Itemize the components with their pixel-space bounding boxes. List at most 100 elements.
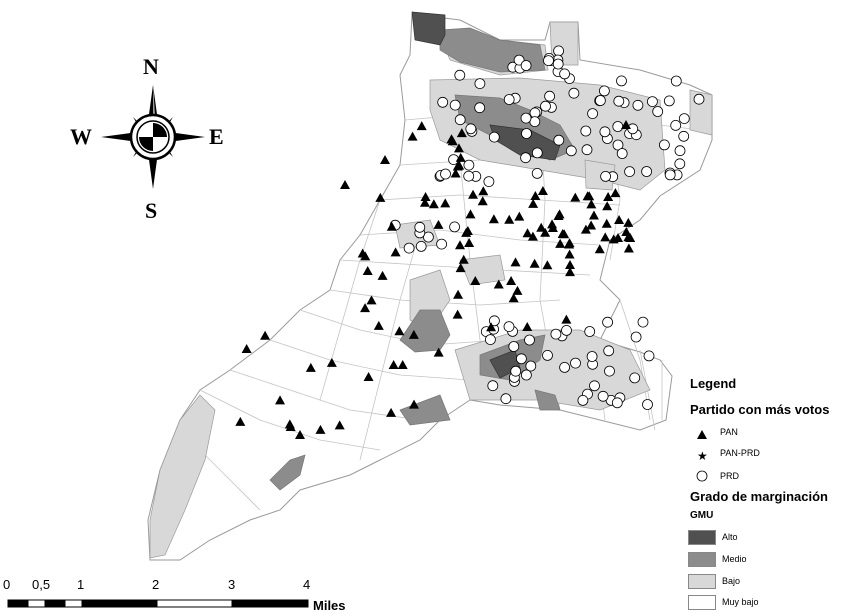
prd-circle-marker <box>599 126 611 138</box>
prd-circle-marker <box>436 238 448 250</box>
legend-pan-prd-label: PAN-PRD <box>720 448 760 458</box>
legend-swatch-muy-bajo <box>688 595 716 610</box>
pan-triangle-marker <box>477 196 488 206</box>
pan-triangle-marker <box>486 322 497 332</box>
pan-triangle-marker <box>295 430 305 439</box>
prd-circle-marker <box>612 139 624 151</box>
pan-triangle-marker <box>508 293 519 303</box>
prd-circle-marker <box>670 75 682 87</box>
prd-circle-marker <box>678 130 690 142</box>
prd-circle-marker <box>600 170 611 182</box>
pan-triangle-marker <box>601 218 612 228</box>
pan-triangle-marker <box>419 197 430 207</box>
legend-prd-label: PRD <box>720 471 740 481</box>
legend-pan-label: PAN <box>720 427 738 437</box>
prd-circle-marker <box>597 390 609 402</box>
prd-circle-marker <box>659 139 670 151</box>
pan-triangle-marker <box>433 219 444 229</box>
prd-circle-marker <box>647 96 658 107</box>
pan-triangle-marker <box>380 155 390 164</box>
prd-circle-marker <box>487 380 499 392</box>
pan-triangle-marker <box>522 321 533 331</box>
legend-class-bajo-label: Bajo <box>722 575 741 586</box>
prd-circle-marker <box>561 324 572 336</box>
pan-triangle-marker <box>478 186 489 196</box>
prd-markers <box>389 45 705 410</box>
compass-south-label: S <box>145 198 158 223</box>
pan-triangle-marker <box>275 395 286 405</box>
pan-triangle-marker <box>547 222 558 232</box>
pan-triangle-marker <box>623 217 634 227</box>
pan-triangle-marker <box>453 289 464 299</box>
prd-circle-marker <box>520 152 531 164</box>
legend-class-muy-bajo: Muy bajo <box>688 595 759 610</box>
pan-triangle-marker <box>390 247 401 257</box>
legend-symbols: ★ <box>696 430 708 482</box>
prd-circle-marker <box>599 85 610 97</box>
pan-triangle-marker <box>506 276 517 286</box>
pan-triangle-marker <box>565 267 576 277</box>
pan-triangle-marker <box>540 227 551 237</box>
prd-circle-marker <box>664 169 676 181</box>
pan-triangle-marker <box>461 227 472 237</box>
pan-triangle-marker <box>564 239 575 249</box>
prd-circle-marker <box>540 100 551 112</box>
prd-circle-marker <box>510 365 522 377</box>
pan-triangle-marker <box>408 329 419 339</box>
legend-triangle-icon <box>697 430 707 439</box>
prd-circle-marker <box>616 148 628 159</box>
prd-circle-marker <box>630 331 642 343</box>
pan-triangle-marker <box>453 143 464 153</box>
prd-circle-marker <box>637 316 649 328</box>
pan-triangle-marker <box>470 275 481 285</box>
pan-triangle-marker <box>600 232 611 242</box>
prd-circle-marker <box>542 349 553 361</box>
pan-triangle-marker <box>623 232 634 242</box>
pan-triangle-marker <box>455 263 466 273</box>
prd-circle-marker <box>587 108 598 119</box>
compass-east-label: E <box>209 124 224 149</box>
pan-triangle-marker <box>386 407 397 417</box>
prd-circle-marker <box>553 134 565 146</box>
pan-triangle-marker <box>315 424 326 434</box>
compass-west-label: W <box>70 124 92 149</box>
prd-circle-marker <box>531 167 543 179</box>
prd-circle-marker <box>414 221 426 233</box>
pan-triangle-marker <box>326 357 337 367</box>
prd-circle-marker <box>565 145 577 157</box>
prd-circle-marker <box>678 113 690 124</box>
prd-circle-marker <box>503 321 515 333</box>
prd-circle-marker <box>632 99 644 111</box>
prd-circle-marker <box>508 341 520 352</box>
prd-circle-marker <box>643 350 655 362</box>
prd-circle-marker <box>415 240 427 252</box>
scale-label-4: 4 <box>303 577 311 592</box>
pan-triangle-marker <box>555 238 566 248</box>
pan-triangle-marker <box>362 265 373 275</box>
pan-triangle-marker <box>537 185 548 195</box>
prd-circle-marker <box>612 121 624 132</box>
legend-class-medio-label: Medio <box>722 553 747 564</box>
pan-triangle-marker <box>285 421 296 431</box>
pan-triangle-marker <box>621 226 632 236</box>
prd-circle-marker <box>437 96 449 108</box>
legend-party-title: Partido con más votos <box>690 402 830 417</box>
pan-markers <box>235 120 636 439</box>
pan-triangle-marker <box>428 199 439 209</box>
legend-class-alto: Alto <box>688 530 738 545</box>
pan-triangle-marker <box>340 180 350 189</box>
prd-circle-marker <box>503 94 515 105</box>
compass-rose-icon <box>101 85 205 189</box>
scale-label-2: 2 <box>152 577 160 592</box>
pan-triangle-marker <box>452 309 463 319</box>
pan-triangle-marker <box>530 191 541 201</box>
prd-circle-marker <box>568 87 580 99</box>
prd-circle-marker <box>543 55 554 66</box>
prd-circle-marker <box>663 95 675 107</box>
pan-triangle-marker <box>504 214 515 224</box>
pan-triangle-marker <box>464 237 475 247</box>
pan-triangle-marker <box>514 211 525 221</box>
pan-triangle-marker <box>594 244 605 254</box>
pan-triangle-marker <box>586 199 597 209</box>
